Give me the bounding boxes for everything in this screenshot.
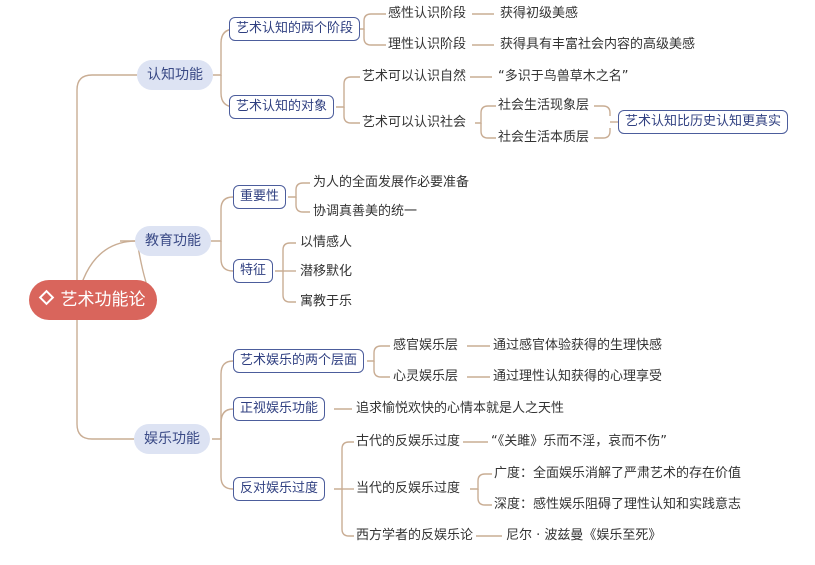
leaf-rational-detail: 获得具有丰富社会内容的高级美感 [500, 37, 696, 52]
topic-importance[interactable]: 重要性 [233, 185, 287, 209]
diamond-icon [38, 289, 54, 306]
leaf-sensory-detail: 通过感官体验获得的生理快感 [493, 338, 663, 353]
leaf-sensory-layer: 感官娱乐层 [393, 338, 459, 353]
leaf-guanju: “《关雎》乐而不淫，哀而不伤” [491, 434, 667, 449]
topic-two-stages[interactable]: 艺术认知的两个阶段 [229, 17, 361, 41]
leaf-human-nature: 追求愉悦欢快的心情本就是人之天性 [356, 401, 565, 416]
leaf-breadth: 广度：全面娱乐消解了严肃艺术的存在价值 [494, 466, 742, 481]
leaf-know-nature: 艺术可以认识自然 [362, 69, 467, 84]
topic-characteristics[interactable]: 特征 [233, 259, 274, 283]
leaf-know-society: 艺术可以认识社会 [362, 115, 467, 130]
leaf-harmony: 协调真善美的统一 [313, 204, 418, 219]
leaf-depth: 深度：感性娱乐阻碍了理性认知和实践意志 [494, 497, 742, 512]
leaf-spiritual-detail: 通过理性认知获得的心理享受 [493, 369, 663, 384]
leaf-emotion: 以情感人 [300, 235, 353, 250]
topic-oppose-excess[interactable]: 反对娱乐过度 [233, 477, 326, 501]
branch-entertainment[interactable]: 娱乐功能 [134, 424, 210, 454]
leaf-postman: 尼尔 · 波兹曼《娱乐至死》 [506, 528, 662, 543]
leaf-spiritual-layer: 心灵娱乐层 [393, 369, 459, 384]
summary-more-real[interactable]: 艺术认知比历史认知更真实 [618, 110, 789, 134]
leaf-rational-stage: 理性认识阶段 [388, 37, 467, 52]
leaf-development: 为人的全面发展作必要准备 [313, 175, 470, 190]
leaf-know-nature-detail: “多识于鸟兽草木之名” [498, 69, 629, 84]
leaf-edutainment: 寓教于乐 [300, 294, 353, 309]
leaf-subtle: 潜移默化 [300, 264, 353, 279]
root-node[interactable]: 艺术功能论 [29, 280, 157, 320]
branch-education[interactable]: 教育功能 [135, 226, 211, 256]
topic-face-entertainment[interactable]: 正视娱乐功能 [233, 397, 326, 421]
topic-two-levels[interactable]: 艺术娱乐的两个层面 [233, 349, 365, 373]
leaf-western-opposition: 西方学者的反娱乐论 [356, 528, 474, 543]
branch-cognition[interactable]: 认知功能 [137, 60, 213, 90]
leaf-essence-layer: 社会生活本质层 [498, 130, 590, 145]
topic-cognition-object[interactable]: 艺术认知的对象 [229, 95, 335, 119]
leaf-ancient-opposition: 古代的反娱乐过度 [356, 434, 461, 449]
leaf-phenomenon-layer: 社会生活现象层 [498, 98, 590, 113]
leaf-modern-opposition: 当代的反娱乐过度 [356, 481, 461, 496]
leaf-perceptual-detail: 获得初级美感 [500, 6, 579, 21]
leaf-perceptual-stage: 感性认识阶段 [388, 6, 467, 21]
root-label: 艺术功能论 [60, 290, 146, 310]
